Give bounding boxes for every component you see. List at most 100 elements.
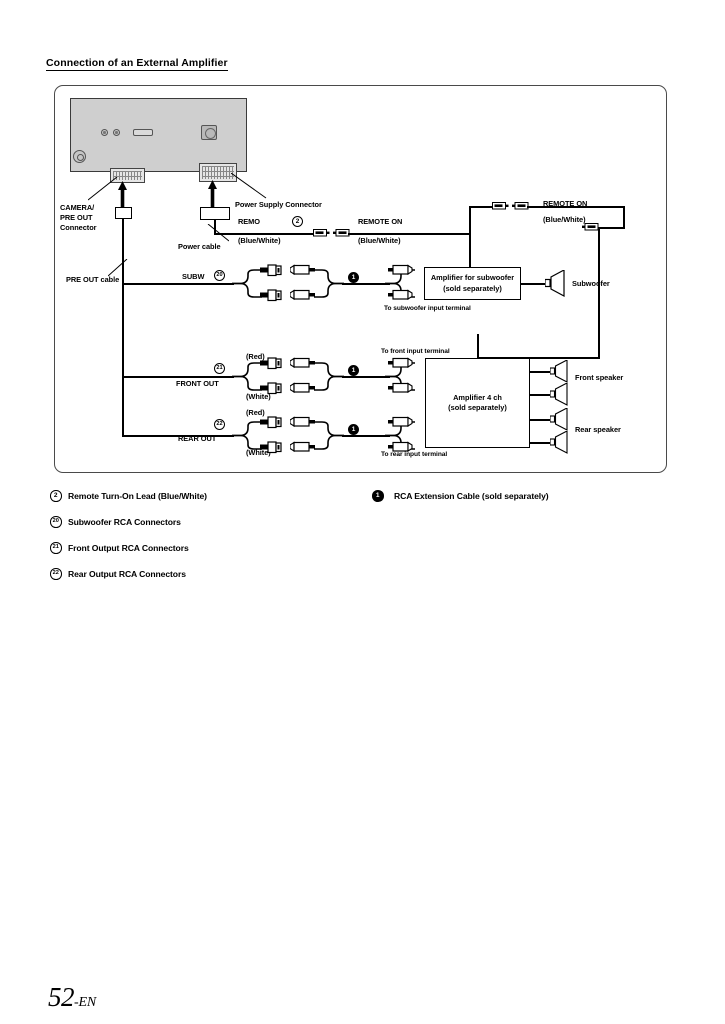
camera-preout-label-line3: Connector bbox=[60, 223, 97, 232]
subw-output-label: SUBW bbox=[182, 272, 205, 281]
amplifier-4ch-box: Amplifier 4 ch (sold separately) bbox=[425, 358, 530, 448]
rear-speaker-label: Rear speaker bbox=[575, 425, 621, 434]
rear-white-label: (White) bbox=[246, 448, 271, 457]
remote-on-right-color-label: (Blue/White) bbox=[543, 215, 586, 224]
subwoofer-extension-run bbox=[342, 283, 390, 285]
pre-out-branch-subwoofer bbox=[122, 283, 234, 285]
extension-rca-male-sub-top bbox=[290, 264, 315, 275]
remote-on-right-label: REMOTE ON bbox=[543, 199, 588, 208]
front-speaker-wire-1 bbox=[530, 371, 551, 373]
rca-jack-icon-2 bbox=[113, 129, 120, 136]
pre-out-cable-label: PRE OUT cable bbox=[66, 275, 120, 284]
pre-out-branch-rear bbox=[122, 435, 234, 437]
pre-out-cable-trunk bbox=[122, 219, 124, 437]
power-connector-arrow-icon bbox=[208, 180, 217, 208]
marker-front-rca: 21 bbox=[214, 363, 225, 374]
legend-text-0: Remote Turn-On Lead (Blue/White) bbox=[68, 491, 207, 501]
camera-preout-label-line2: PRE OUT bbox=[60, 213, 93, 222]
remote-on-to-4ch-amp bbox=[477, 357, 600, 359]
front-speaker-icon-1 bbox=[550, 360, 568, 383]
power-cable-leader-line bbox=[207, 224, 229, 242]
remote-on-right-run bbox=[527, 206, 625, 208]
remo-color-label: (Blue/White) bbox=[238, 236, 281, 245]
front-extension-run bbox=[342, 376, 390, 378]
amp-sub-line2: (sold separately) bbox=[443, 283, 502, 293]
amplifier-for-subwoofer-box: Amplifier for subwoofer (sold separately… bbox=[424, 267, 521, 300]
camera-preout-label-line1: CAMERA/ bbox=[60, 203, 95, 212]
page-title: Connection of an External Amplifier bbox=[46, 57, 228, 71]
remote-on-label: REMOTE ON bbox=[358, 217, 403, 226]
remote-on-wire-segment bbox=[348, 233, 470, 235]
antenna-jack-icon bbox=[73, 150, 86, 163]
rear-y-split bbox=[232, 421, 262, 450]
amp-sub-line1: Amplifier for subwoofer bbox=[430, 273, 515, 283]
subwoofer-amp-plug-top bbox=[388, 264, 413, 275]
camera-preout-leader-line bbox=[88, 177, 118, 201]
footer-page-suffix: -EN bbox=[74, 995, 96, 1010]
subwoofer-speaker-icon bbox=[545, 270, 565, 297]
rear-speaker-wire-1 bbox=[530, 419, 551, 421]
rear-terminal-note: To rear input terminal bbox=[381, 451, 448, 458]
extension-rca-male-front-top bbox=[290, 357, 315, 368]
camera-preout-connector-port bbox=[110, 168, 145, 183]
power-cable-plug bbox=[200, 207, 230, 220]
remote-on-top-run bbox=[469, 206, 497, 208]
diagram-frame bbox=[54, 85, 667, 473]
legend-num-3: 22 bbox=[50, 568, 62, 580]
rear-rca-female-white bbox=[260, 441, 282, 454]
legend-text-3: Rear Output RCA Connectors bbox=[68, 569, 186, 579]
front-terminal-note: To front input terminal bbox=[381, 348, 450, 355]
extension-rca-male-rear-bottom bbox=[290, 441, 315, 452]
page-footer: 52-EN bbox=[48, 982, 96, 1013]
front-out-label: FRONT OUT bbox=[176, 379, 219, 388]
pre-out-branch-front bbox=[122, 376, 234, 378]
footer-page-number: 52 bbox=[48, 982, 75, 1012]
remote-on-4ch-amp-drop bbox=[477, 334, 479, 358]
remote-on-right-jog bbox=[598, 227, 625, 229]
front-extension-merge bbox=[314, 362, 344, 391]
subwoofer-extension-merge bbox=[314, 269, 344, 298]
remote-on-right-riser bbox=[623, 206, 625, 228]
power-supply-connector-port bbox=[199, 163, 237, 182]
power-supply-connector-leader-line bbox=[231, 173, 267, 199]
subwoofer-speaker-wire bbox=[521, 283, 547, 285]
remote-on-right-crimp-icon bbox=[582, 223, 599, 231]
marker-remote-turn-on: 2 bbox=[292, 216, 303, 227]
remote-on-crimp-connector-male-icon bbox=[492, 202, 509, 210]
rear-speaker-wire-2 bbox=[530, 442, 551, 444]
remote-on-color-label: (Blue/White) bbox=[358, 236, 401, 245]
extension-rca-male-sub-bottom bbox=[290, 289, 315, 300]
legend-text-1: Subwoofer RCA Connectors bbox=[68, 517, 181, 527]
marker-rear-rca: 22 bbox=[214, 419, 225, 430]
subwoofer-speaker-label: Subwoofer bbox=[572, 279, 610, 288]
rear-speaker-icon-1 bbox=[550, 408, 568, 431]
remo-wire-segment-1 bbox=[214, 233, 316, 235]
front-amp-plug-top bbox=[388, 357, 413, 368]
legend-num-0: 2 bbox=[50, 490, 62, 502]
power-cable-drop bbox=[214, 220, 216, 234]
usb-port-icon bbox=[133, 129, 153, 136]
front-speaker-icon-2 bbox=[550, 383, 568, 406]
legend-num-1: 20 bbox=[50, 516, 62, 528]
marker-rca-extension-front: 1 bbox=[348, 365, 359, 376]
rear-amp-plug-bottom bbox=[388, 441, 413, 452]
marker-subwoofer-rca: 20 bbox=[214, 270, 225, 281]
rear-extension-run bbox=[342, 435, 390, 437]
power-supply-connector-label: Power Supply Connector bbox=[235, 200, 322, 209]
antenna-din-port-icon bbox=[201, 125, 217, 140]
pre-out-cable-leader-line bbox=[108, 259, 128, 277]
subwoofer-amp-plug-bottom bbox=[388, 289, 413, 300]
front-white-label: (White) bbox=[246, 392, 271, 401]
extension-rca-male-front-bottom bbox=[290, 382, 315, 393]
remote-on-crimp-connector-female-icon bbox=[512, 202, 529, 210]
amp-4ch-line1: Amplifier 4 ch bbox=[453, 392, 502, 402]
rear-extension-merge bbox=[314, 421, 344, 450]
subwoofer-terminal-note: To subwoofer input terminal bbox=[384, 305, 471, 312]
marker-rca-extension-sub: 1 bbox=[348, 272, 359, 283]
front-amp-plug-bottom bbox=[388, 382, 413, 393]
front-rca-female-red bbox=[260, 357, 282, 370]
rear-amp-plug-top bbox=[388, 416, 413, 427]
rear-red-label: (Red) bbox=[246, 408, 265, 417]
remo-crimp-connector-male-icon bbox=[313, 229, 330, 237]
